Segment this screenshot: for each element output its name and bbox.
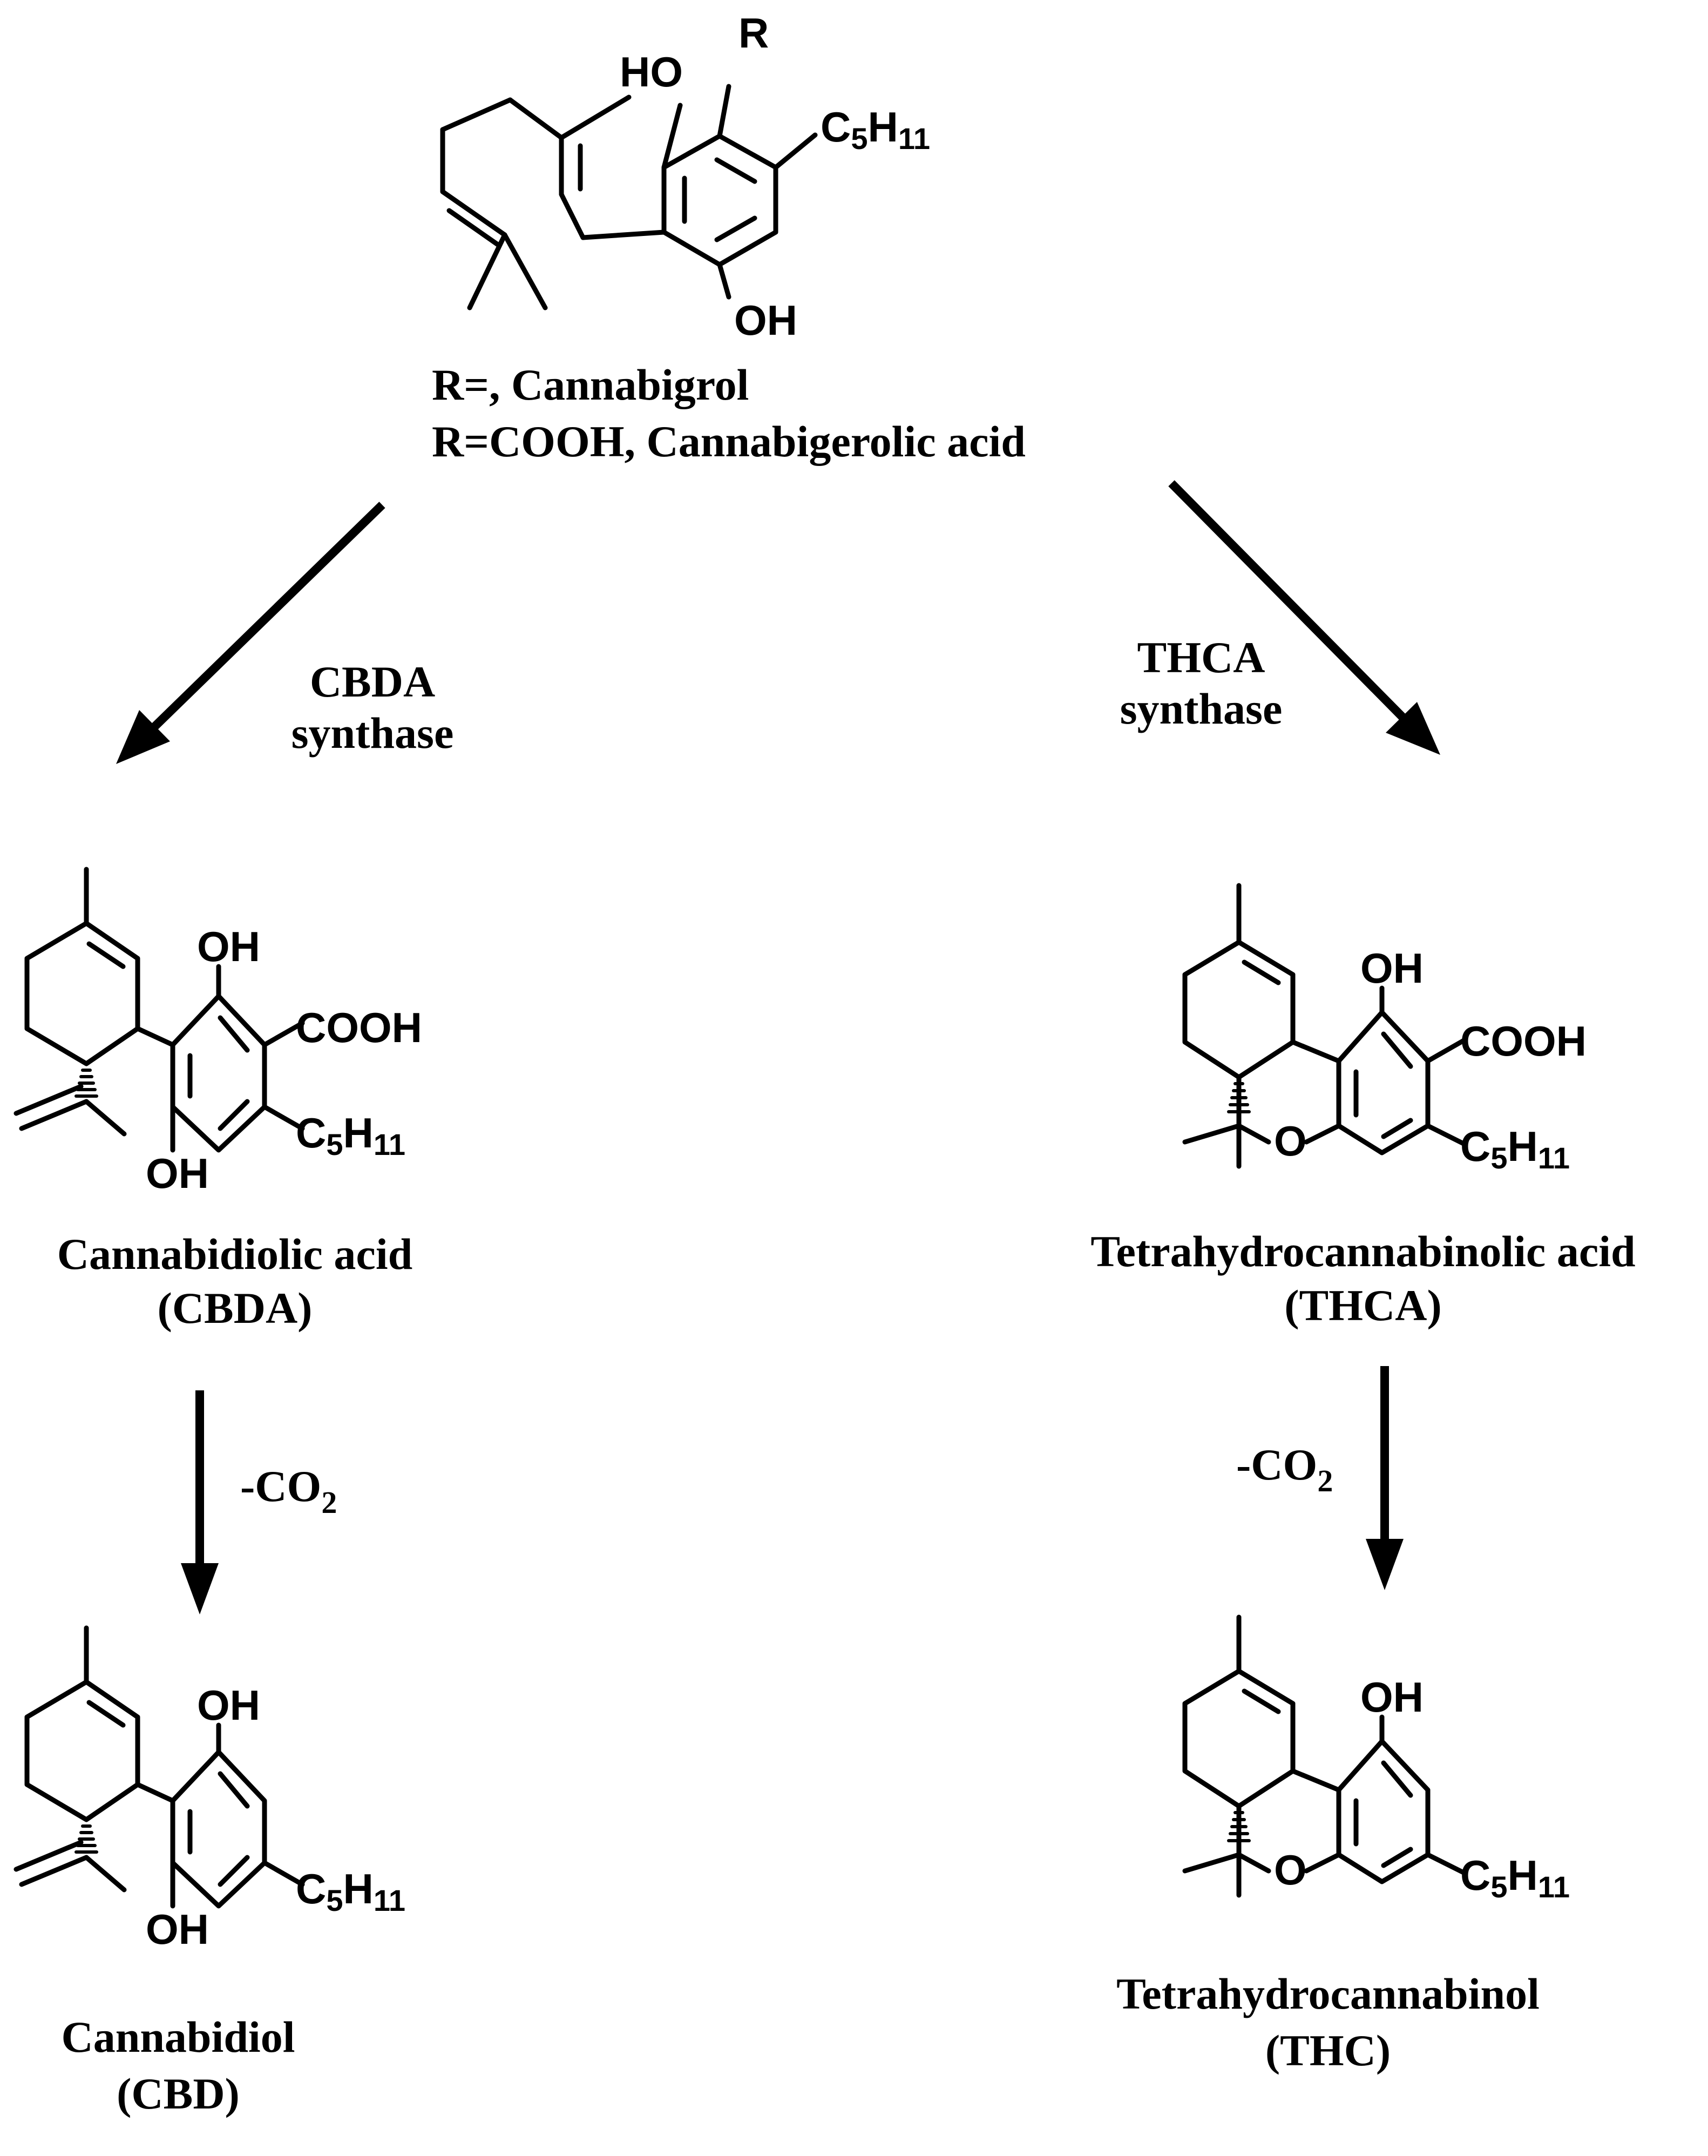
hydroxyl-label: HO [620, 48, 683, 96]
cbda-structure: OH COOH C5H11 OH [13, 867, 422, 1197]
hydroxyl-label: OH [146, 1905, 209, 1953]
cbd-structure: OH C5H11 OH [13, 1625, 405, 1953]
thca-abbreviation: (THCA) [1284, 1281, 1442, 1330]
cbg-caption-line2: R=COOH, Cannabigerolic acid [432, 417, 1026, 466]
cbd-name: Cannabidiol [62, 2012, 295, 2062]
hydroxyl-label: OH [734, 296, 797, 344]
decarboxylation-label-right: -CO2 [1236, 1440, 1333, 1498]
pentyl-label: C5H11 [296, 1865, 405, 1917]
r-group-label: R [738, 9, 769, 57]
hydroxyl-label: OH [1360, 1673, 1424, 1721]
hydroxyl-label: OH [197, 923, 260, 970]
cbd-abbreviation: (CBD) [117, 2069, 240, 2118]
carboxyl-label: COOH [296, 1004, 422, 1051]
pentyl-label: C5H11 [296, 1109, 405, 1161]
cbda-synthase-label-line1: CBDA [310, 657, 435, 706]
thca-structure: O OH COOH C5H11 [1182, 883, 1587, 1175]
decarboxylation-label-left: -CO2 [240, 1462, 337, 1520]
cbda-synthase-label-line2: synthase [292, 708, 454, 758]
thca-synthase-label-line2: synthase [1120, 684, 1283, 733]
hydroxyl-label: OH [146, 1150, 209, 1197]
cbda-name: Cannabidiolic acid [57, 1229, 412, 1279]
thc-structure: O OH C5H11 [1182, 1614, 1570, 1904]
thc-name: Tetrahydrocannabinol [1116, 1969, 1540, 2018]
thca-synthase-label-line1: THCA [1137, 633, 1265, 682]
ether-oxygen-label: O [1274, 1846, 1307, 1894]
thc-abbreviation: (THC) [1265, 2026, 1391, 2075]
cbg-caption-line1: R=, Cannabigrol [432, 360, 749, 409]
carboxyl-label: COOH [1460, 1017, 1587, 1065]
arrow-thca-to-thc [1366, 1366, 1404, 1590]
ether-oxygen-label: O [1274, 1117, 1307, 1165]
hydroxyl-label: OH [197, 1681, 260, 1729]
pentyl-label: C5H11 [1460, 1851, 1570, 1904]
arrow-cbda-to-cbd [181, 1390, 219, 1614]
hydroxyl-label: OH [1360, 944, 1424, 992]
thca-name: Tetrahydrocannabinolic acid [1090, 1227, 1635, 1276]
arrow-to-cbda [116, 502, 385, 764]
cannabigerol-structure: HO R C5H11 OH [440, 9, 930, 344]
pentyl-label: C5H11 [821, 103, 930, 156]
arrow-to-thca [1168, 480, 1440, 755]
cbda-abbreviation: (CBDA) [158, 1283, 313, 1333]
pentyl-label: C5H11 [1460, 1123, 1570, 1175]
